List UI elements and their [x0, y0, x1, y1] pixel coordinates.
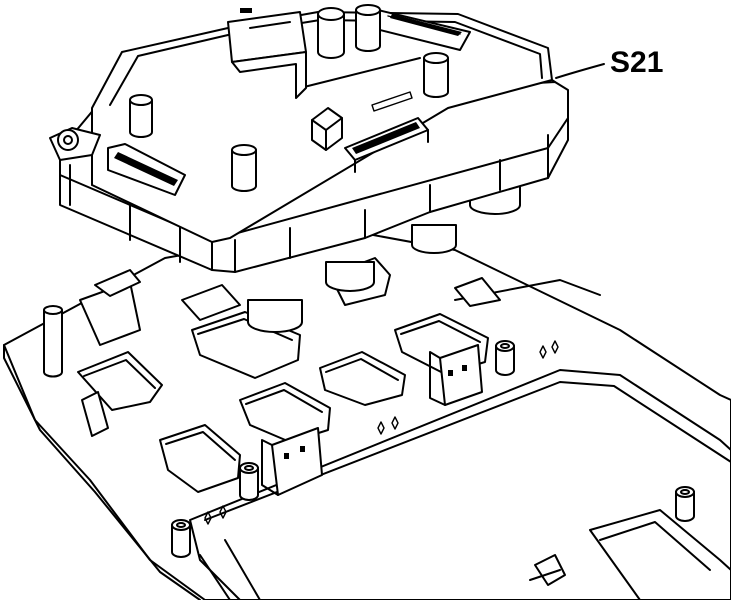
callout-leader-line	[555, 63, 605, 79]
fuse-post	[231, 144, 257, 192]
fuse-slot-connector	[227, 8, 307, 99]
tray-opening	[189, 369, 731, 600]
connector-tab	[429, 344, 483, 406]
fuse-post	[423, 52, 449, 98]
fuse-slot-connector	[107, 143, 186, 196]
mounting-ear	[49, 127, 101, 161]
relay-block	[311, 107, 343, 151]
connector-peg	[411, 224, 457, 254]
fuse-slot-connector	[344, 117, 429, 173]
base-pocket	[239, 382, 331, 443]
base-pocket	[77, 351, 163, 411]
mounting-stud	[239, 462, 259, 501]
slot-marks	[204, 340, 559, 525]
connector-tab	[261, 427, 323, 496]
base-pocket	[181, 284, 241, 321]
mounting-stud	[171, 519, 191, 558]
mounting-stud	[675, 486, 695, 522]
base-pocket	[319, 351, 406, 406]
component-label-s21: S21	[610, 46, 664, 79]
connector-peg	[247, 299, 303, 333]
locating-pin	[43, 305, 63, 378]
fuse-post	[129, 94, 153, 138]
fuse-post	[317, 7, 345, 59]
corner-tab	[454, 277, 501, 307]
connector-peg	[325, 261, 375, 292]
fuse-post	[355, 4, 381, 52]
base-pocket	[159, 424, 241, 493]
side-clip	[81, 391, 109, 437]
mounting-stud	[495, 340, 515, 376]
mounting-bracket	[79, 269, 141, 346]
